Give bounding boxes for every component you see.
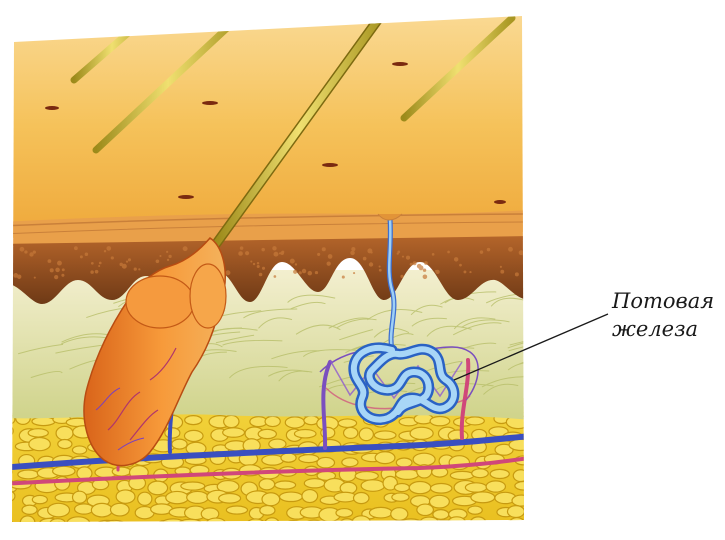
sweat-gland-label-line1: Потовая	[612, 288, 714, 315]
epidermis-layer	[0, 14, 530, 238]
sweat-gland-label-line2: железа	[612, 316, 698, 343]
